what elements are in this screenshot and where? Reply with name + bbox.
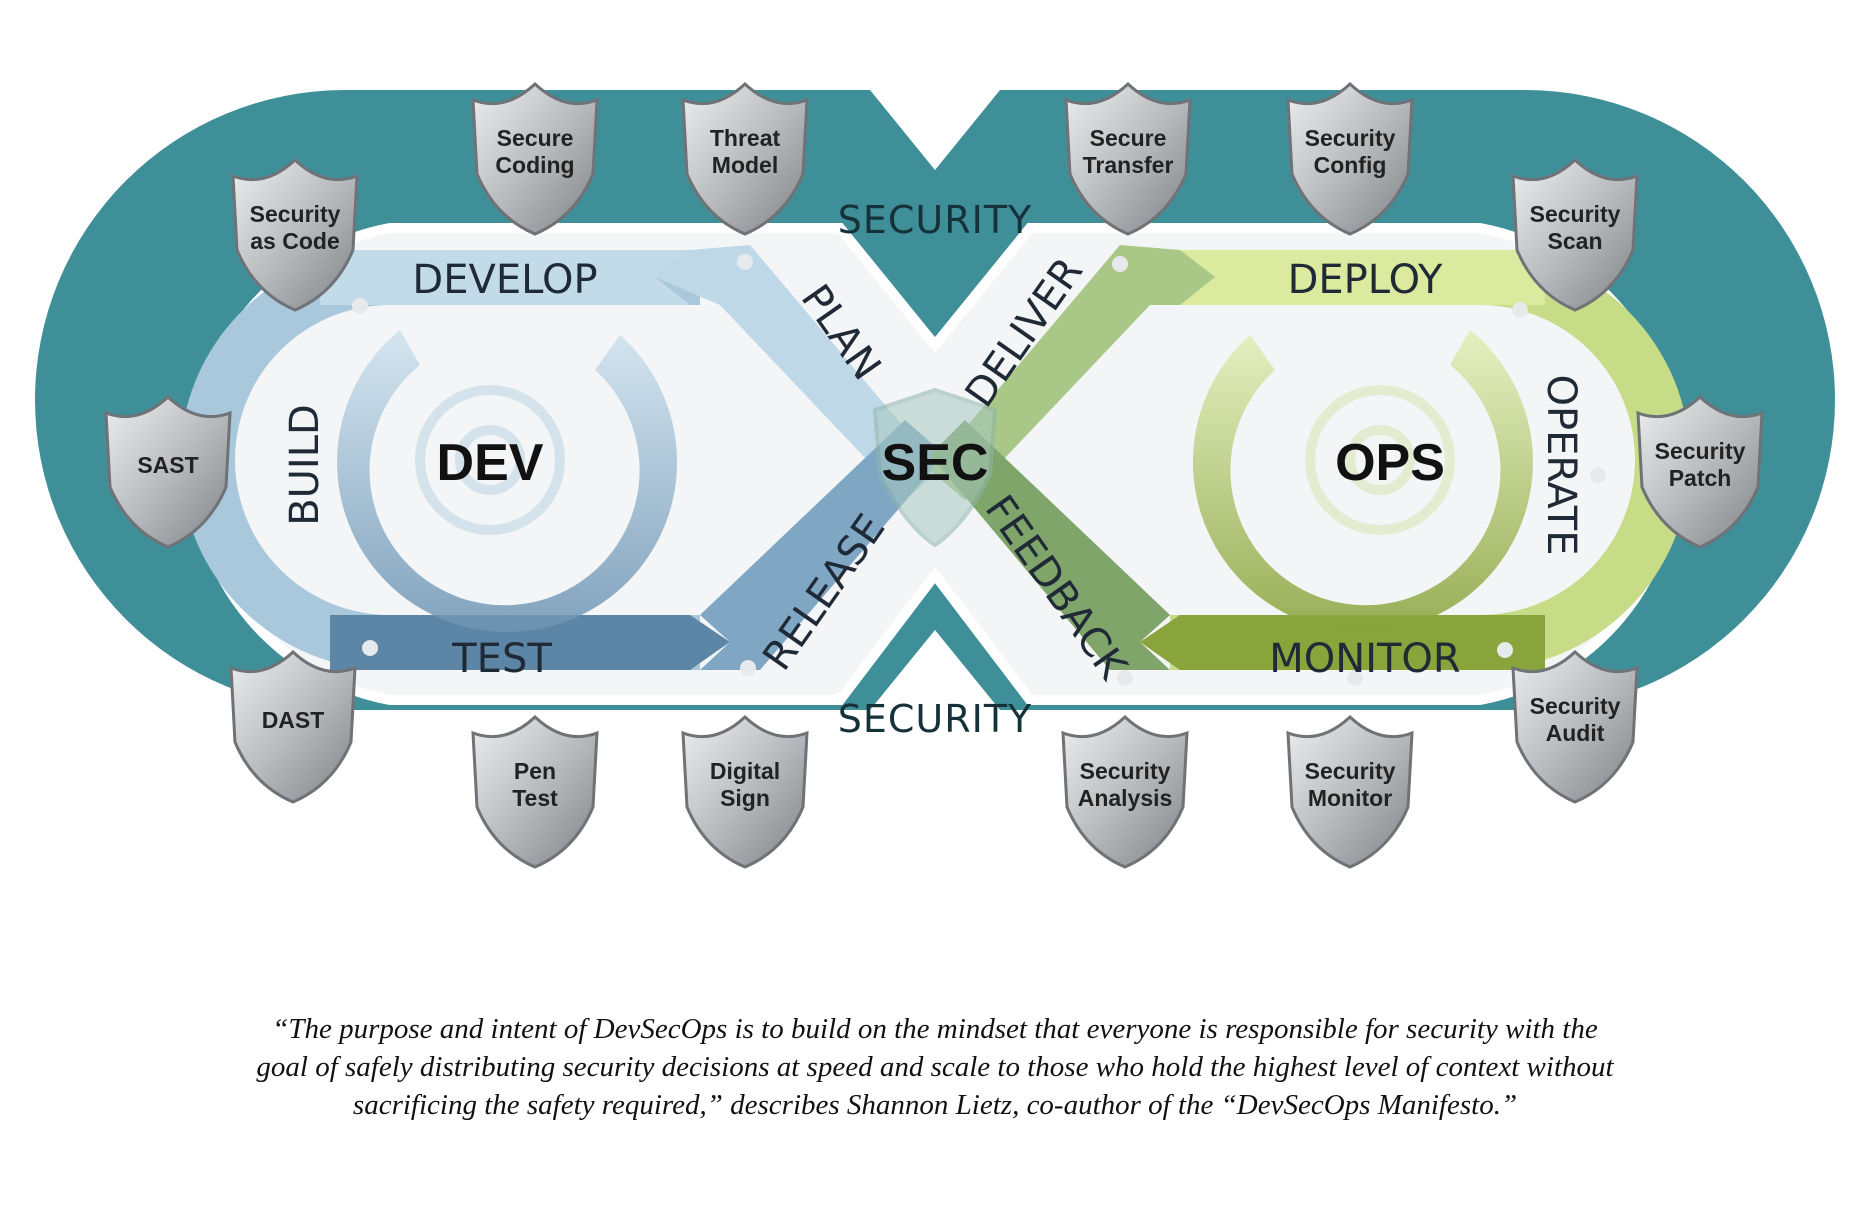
shield-label-line: Security xyxy=(1655,438,1746,464)
phase-test: TEST xyxy=(451,636,552,682)
shield-icon xyxy=(231,157,359,312)
monitor-arrow xyxy=(1140,615,1545,670)
dev-hub-label: DEV xyxy=(437,434,544,492)
sec-shield-icon xyxy=(872,387,998,548)
ops-inner-arc xyxy=(1192,330,1533,633)
shield-label-line: Digital xyxy=(710,758,780,784)
test-arrow xyxy=(330,615,730,670)
shield-label-line: Security xyxy=(1305,758,1396,784)
shield-label-line: Sign xyxy=(720,785,770,811)
security-band-bottom: SECURITY xyxy=(838,697,1033,741)
sec-hub-label: SEC xyxy=(882,434,989,492)
shield-icon xyxy=(471,714,599,869)
shield-icon xyxy=(1636,394,1764,549)
develop-arrow xyxy=(320,250,690,305)
quote-line-2: goal of safely distributing security dec… xyxy=(256,1051,1614,1083)
phase-build: BUILD xyxy=(282,404,328,526)
shield-label-line: Analysis xyxy=(1078,785,1173,811)
shield-icon xyxy=(1061,714,1189,869)
shield-label-line: Security xyxy=(1305,125,1396,151)
shield-label-line: Coding xyxy=(495,152,574,178)
shield-label-line: Secure xyxy=(1090,125,1167,151)
shield-label-line: Config xyxy=(1314,152,1387,178)
phase-operate: OPERATE xyxy=(1538,374,1584,555)
quote-line-1: “The purpose and intent of DevSecOps is … xyxy=(272,1013,1598,1045)
shield-label-line: Patch xyxy=(1669,465,1732,491)
shield-label-line: Monitor xyxy=(1308,785,1392,811)
shield-label-line: DAST xyxy=(262,707,325,733)
shield-label-line: Scan xyxy=(1548,228,1603,254)
deliver-arrow xyxy=(930,245,1215,500)
shield-icon xyxy=(229,649,357,804)
shield-icon xyxy=(1511,157,1639,312)
shield-label-line: Security xyxy=(1080,758,1171,784)
security-band-top: SECURITY xyxy=(838,198,1033,242)
feedback-arrow xyxy=(930,420,1170,670)
shield-icon xyxy=(471,81,599,236)
shield-label-line: as Code xyxy=(250,228,339,254)
shield-icon xyxy=(1286,714,1414,869)
shield-icon xyxy=(681,714,809,869)
phase-develop: DEVELOP xyxy=(412,257,597,303)
ops-gear-icon xyxy=(1305,385,1455,535)
shield-label-line: Security xyxy=(250,201,341,227)
deploy-arrow xyxy=(1180,250,1545,305)
shield-dast: DAST xyxy=(229,649,357,804)
shield-label-line: SAST xyxy=(137,452,198,478)
connector-dots xyxy=(352,254,1606,686)
bottom-notch xyxy=(870,630,1000,710)
shield-label-line: Security xyxy=(1530,693,1621,719)
manifesto-quote: “The purpose and intent of DevSecOps is … xyxy=(200,1010,1670,1124)
shield-label-line: Model xyxy=(712,152,778,178)
shield-label-line: Security xyxy=(1530,201,1621,227)
dev-inner-arc xyxy=(337,330,678,633)
shield-label-line: Threat xyxy=(710,125,781,151)
phase-monitor: MONITOR xyxy=(1269,636,1460,682)
dev-gear-icon xyxy=(415,385,565,535)
shield-label-line: Test xyxy=(512,785,558,811)
shield-icon xyxy=(1064,81,1192,236)
quote-line-3: sacrificing the safety required,” descri… xyxy=(352,1089,1518,1121)
shield-icon xyxy=(1286,81,1414,236)
shield-label-line: Audit xyxy=(1546,720,1605,746)
phase-deploy: DEPLOY xyxy=(1288,257,1443,303)
shield-icon xyxy=(681,81,809,236)
shield-label-line: Secure xyxy=(497,125,574,151)
top-notch xyxy=(870,90,1000,170)
ops-hub-label: OPS xyxy=(1335,434,1445,492)
shield-icon xyxy=(1511,649,1639,804)
shield-icon xyxy=(104,394,232,549)
plan-arrow xyxy=(655,245,940,500)
shield-sast: SAST xyxy=(104,394,232,549)
shield-label-line: Transfer xyxy=(1083,152,1174,178)
shield-label-line: Pen xyxy=(514,758,556,784)
